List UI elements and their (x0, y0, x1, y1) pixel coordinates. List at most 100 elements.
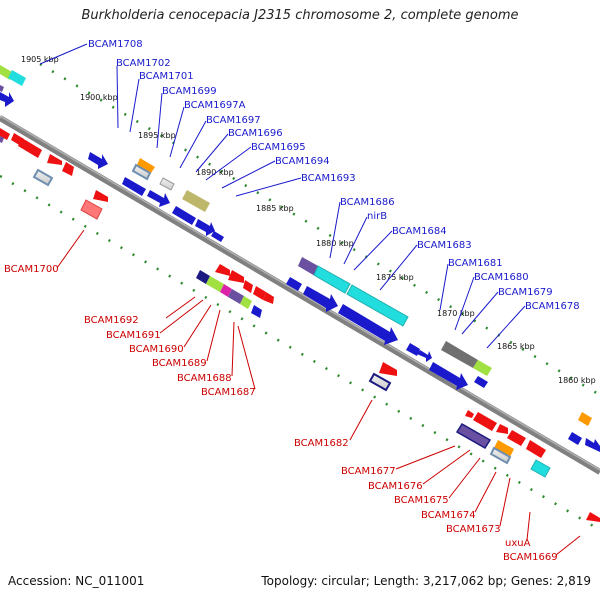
gene-reverse (228, 270, 244, 283)
gene-reverse (496, 424, 508, 434)
gene-label: BCAM1689 (152, 358, 207, 369)
forward-leaders (39, 43, 526, 349)
gene-label: BCAM1674 (421, 510, 476, 521)
gene-reverse (62, 162, 74, 176)
gene-reverse (93, 190, 108, 202)
gene-label: BCAM1694 (275, 156, 330, 167)
genome-summary: Topology: circular; Length: 3,217,062 bp… (261, 574, 591, 588)
gene-forward (0, 92, 14, 107)
gene-label: BCAM1702 (116, 58, 171, 69)
gene-forward (585, 438, 600, 452)
gene-reverse (0, 128, 10, 140)
forward-labels: BCAM1708 BCAM1702 BCAM1701 BCAM1699 BCAM… (88, 39, 580, 312)
gene-green (206, 276, 224, 292)
gene-label: nirB (367, 211, 387, 222)
gene-navy (196, 270, 210, 284)
gene-label: BCAM1669 (503, 552, 558, 563)
gene-reverse (215, 264, 230, 276)
gene-label: BCAM1678 (525, 301, 580, 312)
gene-forward (474, 376, 488, 388)
gene-reverse (47, 154, 62, 165)
gene-forward (406, 343, 420, 356)
gene-label: BCAM1687 (201, 387, 256, 398)
gene-label: BCAM1682 (294, 438, 349, 449)
gene-forward (251, 305, 262, 318)
gene-reverse (253, 286, 266, 300)
kbp-tick: 1880 kbp (316, 239, 354, 248)
backbone (0, 115, 600, 475)
kbp-tick: 1905 kbp (21, 55, 59, 64)
gene-label: BCAM1697 (206, 115, 261, 126)
forward-colored-genes (0, 65, 592, 426)
gene-label: BCAM1701 (139, 71, 194, 82)
kbp-tick: 1885 kbp (256, 204, 294, 213)
gene-slate (368, 372, 392, 392)
gene-forward (211, 231, 224, 242)
kbp-tick: 1890 kbp (196, 168, 234, 177)
gene-forward (88, 152, 108, 169)
gene-forward (429, 362, 468, 390)
gene-forward (338, 304, 398, 345)
gene-pink (80, 199, 103, 220)
gene-khaki (182, 190, 210, 212)
gene-green (473, 360, 492, 376)
backbone-highlight (0, 115, 600, 471)
gene-gray (159, 177, 175, 191)
gene-label: BCAM1690 (129, 344, 184, 355)
kbp-tick: 1900 kbp (80, 93, 118, 102)
gene-forward (417, 350, 432, 362)
gene-label: BCAM1677 (341, 466, 396, 477)
gene-label: BCAM1676 (368, 481, 423, 492)
gene-reverse (526, 440, 546, 458)
gene-reverse (473, 412, 497, 431)
map-title: Burkholderia cenocepacia J2315 chromosom… (81, 8, 519, 23)
gene-forward (195, 219, 215, 236)
gene-reverse (263, 292, 274, 304)
gene-label: BCAM1695 (251, 142, 306, 153)
gene-label: BCAM1688 (177, 373, 232, 384)
gene-forward (303, 286, 338, 312)
gene-label: BCAM1692 (84, 315, 139, 326)
gene-label: BCAM1675 (394, 495, 449, 506)
gene-reverse (243, 280, 253, 293)
gene-forward (286, 277, 302, 291)
gene-label: BCAM1699 (162, 86, 217, 97)
reverse-colored-genes (0, 136, 551, 478)
kbp-tick: 1875 kbp (376, 273, 414, 282)
reverse-genes (0, 128, 600, 522)
gene-purple (298, 257, 320, 276)
gene-orange (137, 158, 155, 173)
gene-purple (0, 136, 4, 143)
gene-cyan (346, 284, 409, 327)
gene-label: BCAM1691 (106, 330, 161, 341)
gene-label: BCAM1680 (474, 272, 529, 283)
kbp-ticks: 1905 kbp 1900 kbp 1895 kbp 1890 kbp 1885… (21, 55, 596, 385)
gene-purple (0, 85, 4, 92)
gene-slate (32, 168, 54, 187)
forward-genes (0, 92, 600, 452)
reverse-leaders (56, 229, 581, 556)
kbp-tick: 1860 kbp (558, 376, 596, 385)
gene-label: BCAM1686 (340, 197, 395, 208)
gene-magenta (220, 284, 232, 297)
gene-reverse (465, 410, 474, 418)
gene-reverse (507, 430, 526, 446)
gene-purple (228, 289, 244, 304)
gene-slate (489, 446, 512, 465)
gene-label: BCAM1679 (498, 287, 553, 298)
gene-forward (172, 206, 196, 225)
gene-label: BCAM1696 (228, 128, 283, 139)
chromosome-backbone (0, 115, 600, 475)
gene-orange (494, 440, 514, 457)
gene-cyan (530, 459, 551, 478)
accession-text: Accession: NC_011001 (8, 574, 145, 588)
gene-reverse (586, 512, 600, 522)
gene-label: BCAM1681 (448, 258, 503, 269)
kbp-tick: 1870 kbp (437, 309, 475, 318)
gene-darkgray (441, 341, 478, 368)
gene-orange (578, 412, 592, 426)
gene-label: BCAM1700 (4, 264, 59, 275)
inner-dotted-track (0, 174, 600, 532)
